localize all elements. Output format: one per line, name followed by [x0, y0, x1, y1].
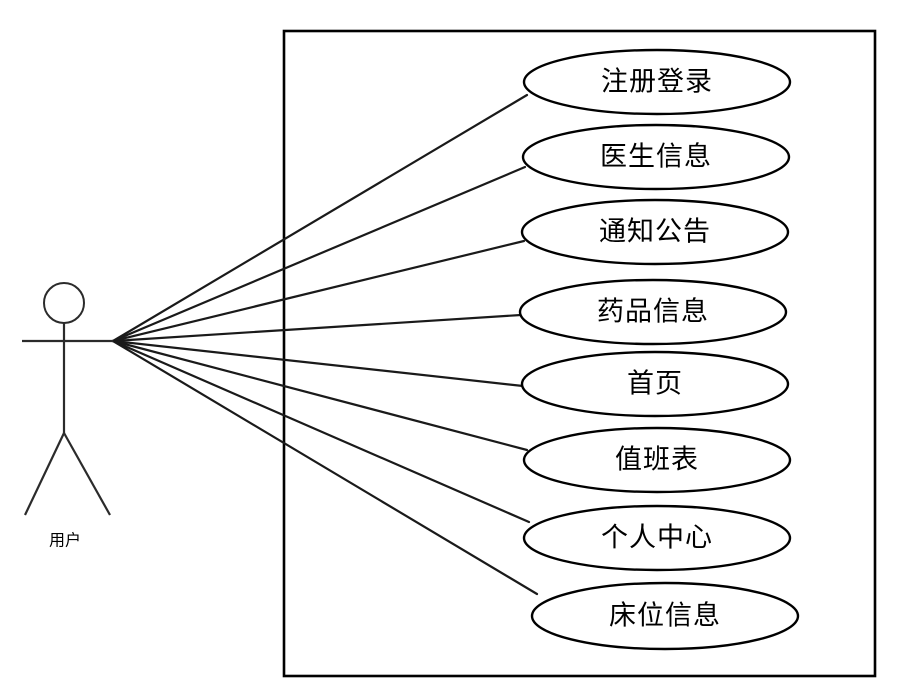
- association-line-bed-info: [111, 339, 539, 596]
- association-lines-group: [111, 93, 539, 596]
- association-line-register-login: [111, 93, 529, 343]
- association-line-drug-info: [111, 313, 523, 343]
- use-case-ellipse-bed-info: [530, 581, 800, 651]
- use-case-doctor-info[interactable]: 医生信息: [521, 123, 791, 191]
- association-line-doctor-info: [111, 165, 527, 343]
- use-case-label-notice-bulletin: 通知公告: [599, 217, 711, 248]
- use-case-label-doctor-info: 医生信息: [600, 142, 712, 173]
- use-case-personal-center[interactable]: 个人中心: [522, 504, 792, 572]
- association-line-duty-roster: [111, 339, 529, 452]
- use-case-ellipse-personal-center: [522, 504, 792, 572]
- association-line-notice-bulletin: [111, 239, 526, 343]
- use-case-home-page[interactable]: 首页: [520, 350, 790, 418]
- use-case-ellipse-drug-info: [518, 278, 788, 346]
- use-case-ellipse-home-page: [520, 350, 790, 418]
- use-case-drug-info[interactable]: 药品信息: [518, 278, 788, 346]
- use-case-notice-bulletin[interactable]: 通知公告: [520, 198, 790, 266]
- system-boundary: [282, 29, 877, 678]
- use-case-register-login[interactable]: 注册登录: [522, 48, 792, 116]
- use-case-label-duty-roster: 值班表: [615, 445, 699, 476]
- association-line-personal-center: [111, 339, 531, 524]
- use-case-label-bed-info: 床位信息: [609, 601, 721, 632]
- actor-label: 用户: [49, 531, 81, 550]
- use-case-label-home-page: 首页: [627, 369, 683, 400]
- association-line-home-page: [111, 339, 525, 388]
- use-case-label-drug-info: 药品信息: [597, 297, 709, 328]
- use-case-ellipse-duty-roster: [522, 426, 792, 494]
- use-case-label-register-login: 注册登录: [601, 67, 713, 98]
- use-case-bed-info[interactable]: 床位信息: [530, 581, 800, 651]
- use-case-ellipse-notice-bulletin: [520, 198, 790, 266]
- actor-left-leg-line: [24, 432, 65, 516]
- use-case-ellipse-doctor-info: [521, 123, 791, 191]
- actor-head-icon: [43, 282, 85, 324]
- use-case-label-personal-center: 个人中心: [601, 523, 713, 554]
- actor-right-leg-line: [63, 432, 111, 516]
- use-case-duty-roster[interactable]: 值班表: [522, 426, 792, 494]
- actor-user[interactable]: 用户: [22, 282, 113, 550]
- use-case-ellipse-register-login: [522, 48, 792, 116]
